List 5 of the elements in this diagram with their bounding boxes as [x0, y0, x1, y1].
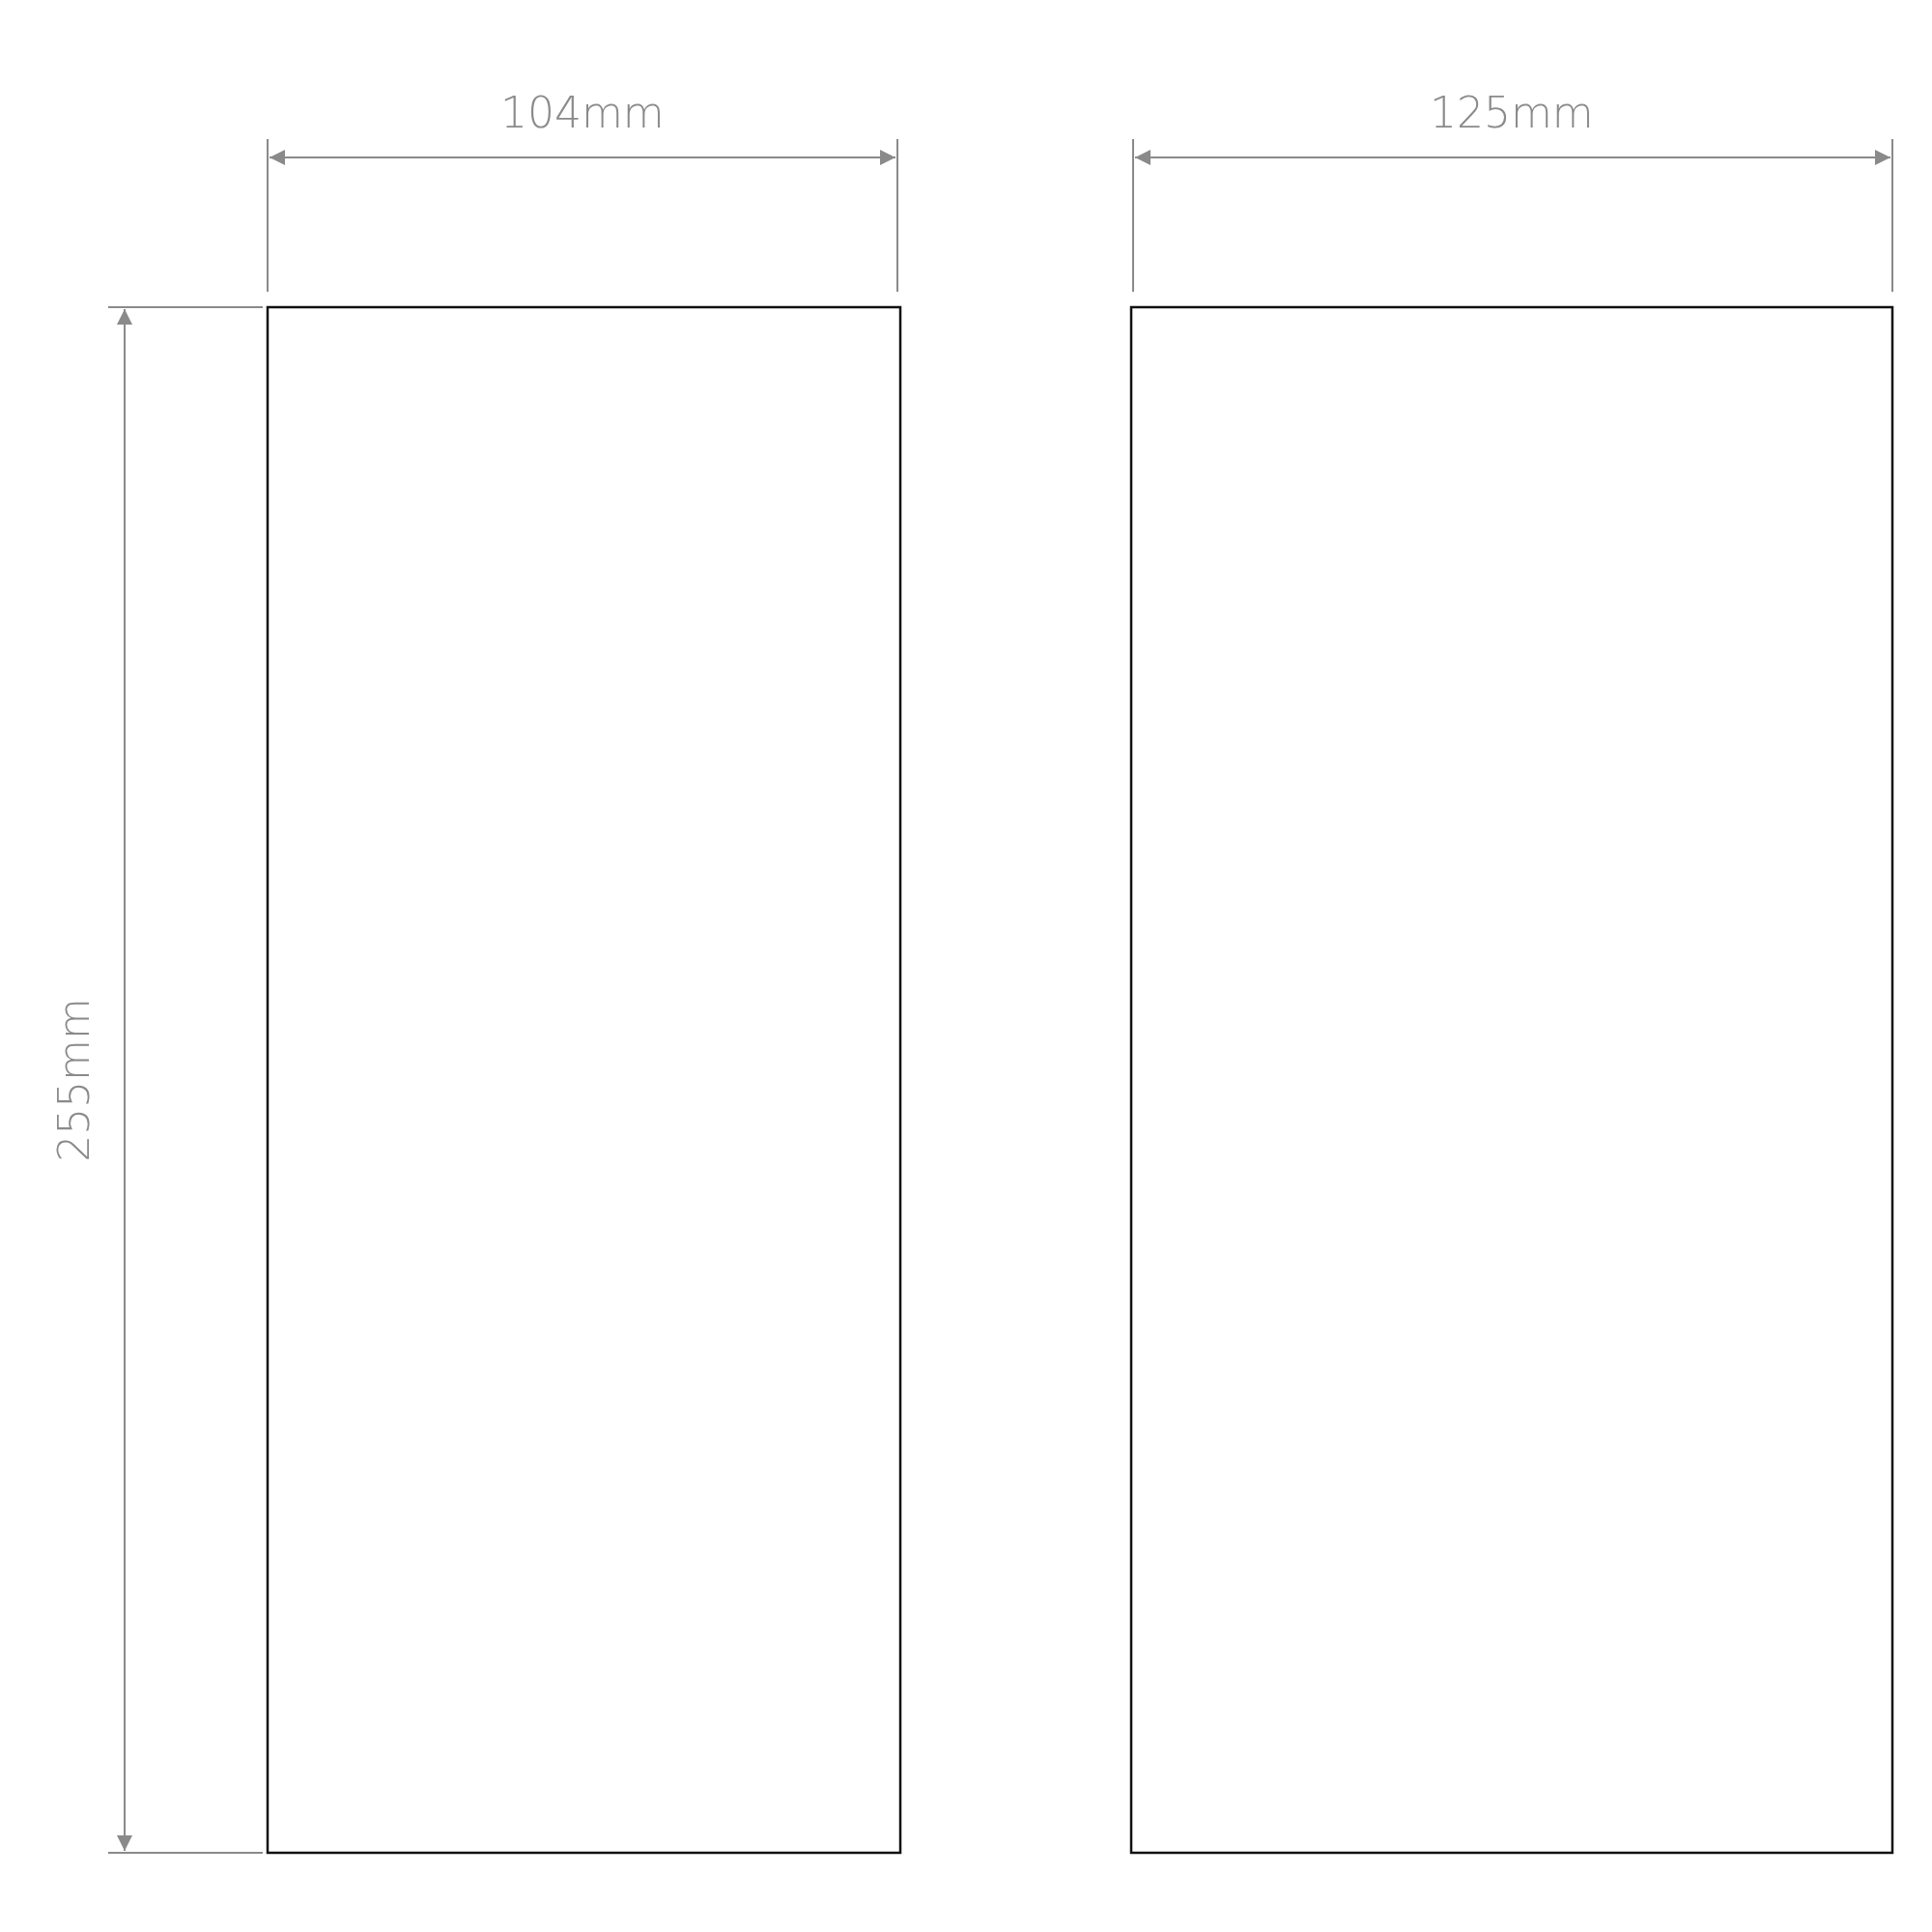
side-view-outline — [1129, 305, 1894, 1855]
dimension-label: 125mm — [1430, 92, 1594, 134]
dimension-label: 255mm — [52, 998, 96, 1162]
dimension-label: 104mm — [500, 92, 665, 134]
front-view-outline — [266, 305, 902, 1855]
